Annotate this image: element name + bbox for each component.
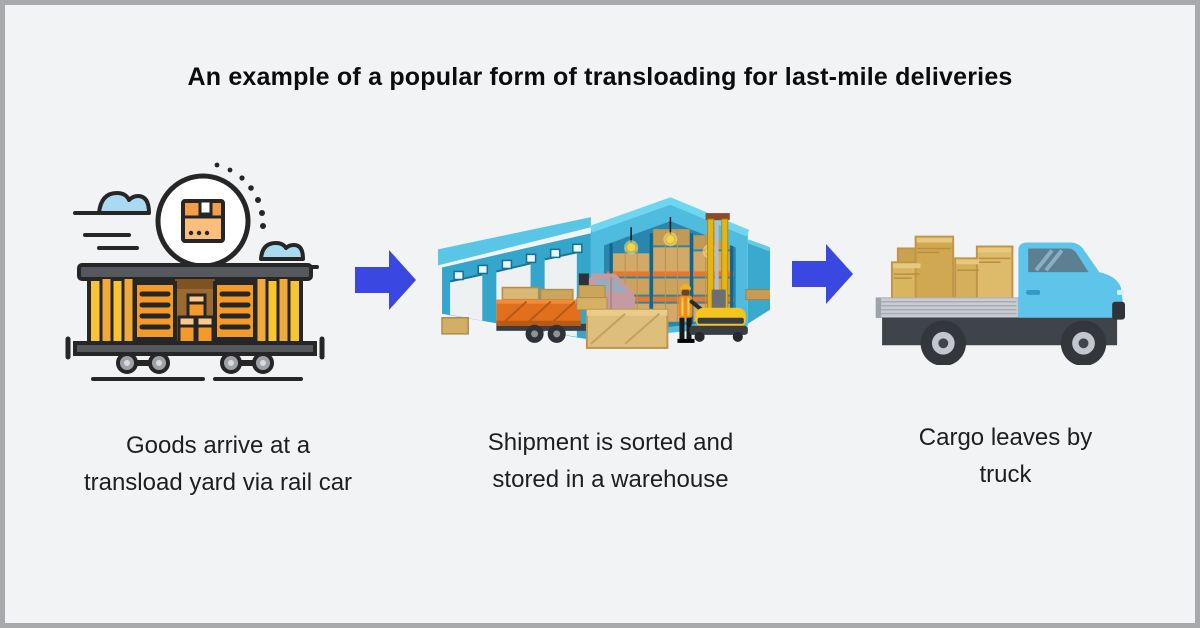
arrow-right-icon xyxy=(355,250,416,310)
page-title: An example of a popular form of transloa… xyxy=(187,63,1013,91)
caption-line: stored in a warehouse xyxy=(492,466,729,493)
arrow-right-icon xyxy=(792,244,853,304)
caption-line: transload yard via rail car xyxy=(83,469,353,496)
truck-illustration xyxy=(875,235,1125,365)
caption-line: Cargo leaves by xyxy=(918,424,1093,451)
caption-line: truck xyxy=(979,461,1032,488)
caption-line: Shipment is sorted and xyxy=(487,429,734,456)
railcar-illustration xyxy=(65,162,325,381)
warehouse-illustration xyxy=(438,197,770,349)
step-caption-truck: Cargo leaves by truck xyxy=(853,419,1158,493)
step-caption-rail: Goods arrive at a transload yard via rai… xyxy=(45,427,391,501)
step-caption-warehouse: Shipment is sorted and stored in a wareh… xyxy=(433,424,788,498)
caption-line: Goods arrive at a xyxy=(125,432,311,459)
